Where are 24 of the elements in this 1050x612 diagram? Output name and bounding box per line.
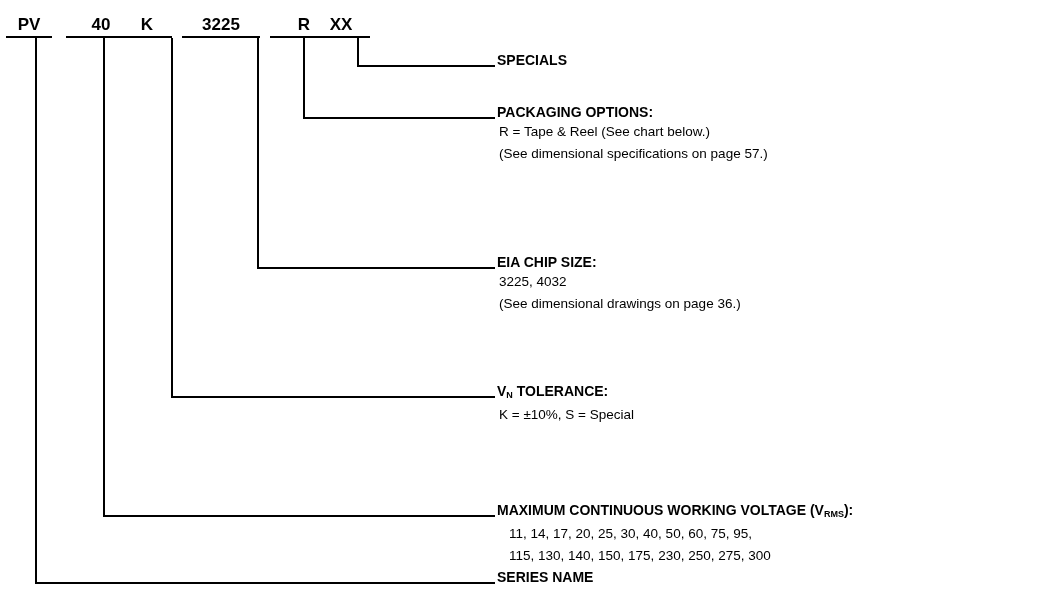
field-description: 11, 14, 17, 20, 25, 30, 40, 50, 60, 75, 95, [508, 525, 753, 543]
field-description: K = ±10%, S = Special [498, 406, 634, 424]
field-heading: V$_{N}$ TOLERANCE: [497, 382, 610, 402]
part-code-segment: 3225 [182, 14, 260, 38]
field-heading: EIA CHIP SIZE: [497, 253, 598, 271]
part-code-segment: K [122, 14, 172, 38]
leader-line [357, 37, 496, 67]
field-description: (See dimensional specifications on page 57.) [498, 145, 768, 163]
field-heading: SPECIALS [497, 51, 567, 69]
leader-line [303, 37, 496, 119]
leader-line [103, 37, 496, 517]
part-code-segment: XX [312, 14, 370, 38]
field-heading: MAXIMUM CONTINUOUS WORKING VOLTAGE (V$_{RMS}$): [497, 501, 854, 521]
leader-line [257, 37, 496, 269]
field-description: R = Tape & Reel (See chart below.) [498, 123, 711, 141]
part-code-segment: PV [6, 14, 52, 38]
leader-line [35, 37, 496, 584]
field-heading: PACKAGING OPTIONS: [497, 103, 655, 121]
field-description: (See dimensional drawings on page 36.) [498, 295, 741, 313]
leader-line [171, 37, 496, 398]
field-description: 3225, 4032 [498, 273, 568, 291]
part-code-segment: 40 [66, 14, 136, 38]
field-heading: SERIES NAME [497, 568, 594, 586]
field-description: 115, 130, 140, 150, 175, 230, 250, 275, 300 [508, 547, 772, 565]
